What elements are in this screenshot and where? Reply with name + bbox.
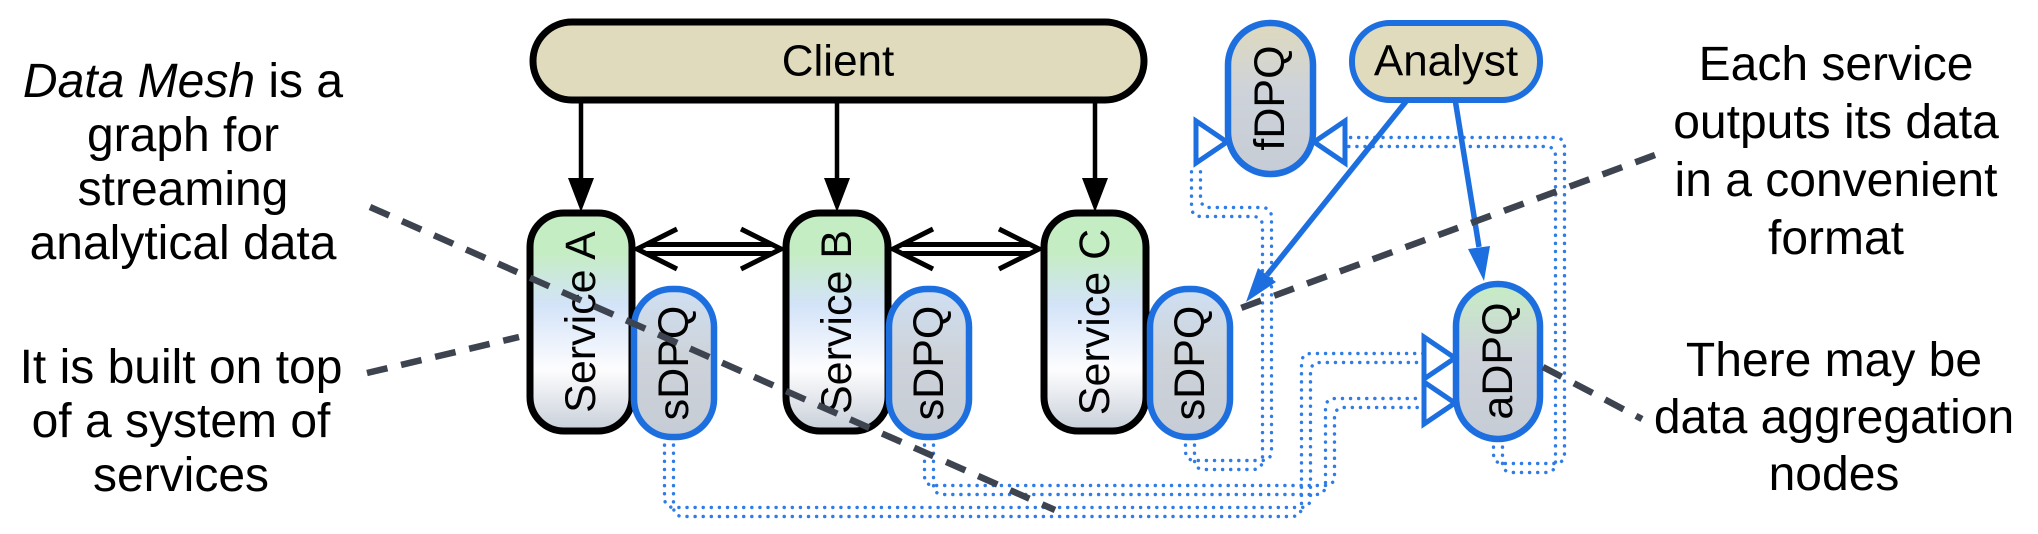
annotation-line: of a system of xyxy=(32,395,331,448)
analyst-node xyxy=(1349,20,1543,103)
fdpq-right-hollow-arrowhead-icon xyxy=(1309,116,1348,168)
fdpq-node xyxy=(1224,19,1317,178)
annotation-each-service: Each service outputs its data in a conve… xyxy=(1673,38,1999,265)
annotation-line: data aggregation xyxy=(1654,391,2014,444)
adpq-lower-hollow-arrowhead-icon xyxy=(1421,377,1460,429)
stream-adpq-to-fdpq-line2 xyxy=(1343,144,1558,475)
analyst-label: Analyst xyxy=(1374,37,1518,86)
service-b-label: Service B xyxy=(813,230,861,414)
annotation-line: graph for xyxy=(87,109,279,162)
client-to-service-b-arrow xyxy=(824,100,850,212)
annotation-data-mesh: Data Mesh is a graph for streaming analy… xyxy=(23,55,343,270)
service-c-node xyxy=(1040,209,1150,435)
arrow-head-icon xyxy=(1246,268,1276,302)
double-line xyxy=(903,242,1029,256)
fdpq-left-hollow-arrowhead-icon xyxy=(1193,116,1232,168)
annotation-aggregation: There may be data aggregation nodes xyxy=(1654,334,2014,501)
annotation-pointer-aggregation xyxy=(1541,364,1644,422)
annotation-pointer-data-mesh xyxy=(368,204,1057,513)
client-label: Client xyxy=(782,37,895,86)
adpq-upper-hollow-arrowhead-icon xyxy=(1421,332,1460,384)
stream-sdpq-c-to-fdpq-line1 xyxy=(1183,164,1274,463)
stream-sdpq-b-to-adpq-line1 xyxy=(922,405,1426,488)
annotation-built-on: It is built on top of a system of servic… xyxy=(20,341,343,502)
annotation-line: streaming xyxy=(78,163,289,216)
arrow-head-icon xyxy=(739,226,787,272)
adpq-node xyxy=(1452,280,1544,443)
arrow-head-icon xyxy=(824,178,850,212)
annotation-line: outputs its data xyxy=(1673,96,1999,149)
analyst-to-adpq-arrow xyxy=(1452,98,1490,281)
service-a-label: Service A xyxy=(557,231,605,413)
analyst-to-sdpq-c-arrow xyxy=(1246,97,1411,302)
service-b-c-double-arrow xyxy=(887,226,1045,272)
annotation-pointer-built-on xyxy=(366,333,520,377)
annotation-line: It is built on top xyxy=(20,341,343,394)
annotation-line: Each service xyxy=(1699,38,1974,91)
arrow-head-icon xyxy=(997,226,1045,272)
annotation-line-rest: is a xyxy=(255,55,343,108)
arrow-shaft xyxy=(1264,97,1411,277)
sdpq-b-label: sDPQ xyxy=(905,306,953,421)
sdpq-c-node xyxy=(1146,285,1234,441)
annotation-line: format xyxy=(1768,212,1904,265)
arrow-head-icon xyxy=(568,178,594,212)
stream-connections xyxy=(662,135,1567,519)
fdpq-label: fDPQ xyxy=(1246,45,1294,150)
adpq-label: aDPQ xyxy=(1474,302,1522,419)
annotation-line: services xyxy=(93,449,269,502)
stream-adpq-to-fdpq-line1 xyxy=(1343,135,1567,466)
annotation-pointer-each-service xyxy=(1239,151,1657,312)
arrow-head-icon xyxy=(1082,178,1108,212)
arrow-head-icon xyxy=(887,226,935,272)
sdpq-a-node xyxy=(630,285,718,441)
service-c-label: Service C xyxy=(1071,229,1119,415)
sdpq-c-label: sDPQ xyxy=(1166,306,1214,421)
service-a-b-double-arrow xyxy=(631,226,787,272)
annotation-line: nodes xyxy=(1769,448,1900,501)
annotation-italic-part: Data Mesh xyxy=(23,55,255,108)
stream-sdpq-c-to-fdpq-line2 xyxy=(1189,164,1265,472)
annotation-line: analytical data xyxy=(30,217,337,270)
double-line xyxy=(647,242,771,256)
annotation-line: There may be xyxy=(1686,334,1982,387)
arrow-head-icon xyxy=(631,226,679,272)
sdpq-b-node xyxy=(885,285,973,441)
client-to-service-a-arrow xyxy=(568,100,594,212)
annotation-line: in a convenient xyxy=(1675,154,1998,207)
client-to-service-c-arrow xyxy=(1082,100,1108,212)
arrow-head-icon xyxy=(1468,246,1490,281)
stream-sdpq-b-to-adpq-line2 xyxy=(931,396,1426,497)
annotation-line: Data Mesh is a xyxy=(23,55,343,108)
sdpq-a-label: sDPQ xyxy=(650,306,698,421)
client-node xyxy=(529,18,1148,104)
